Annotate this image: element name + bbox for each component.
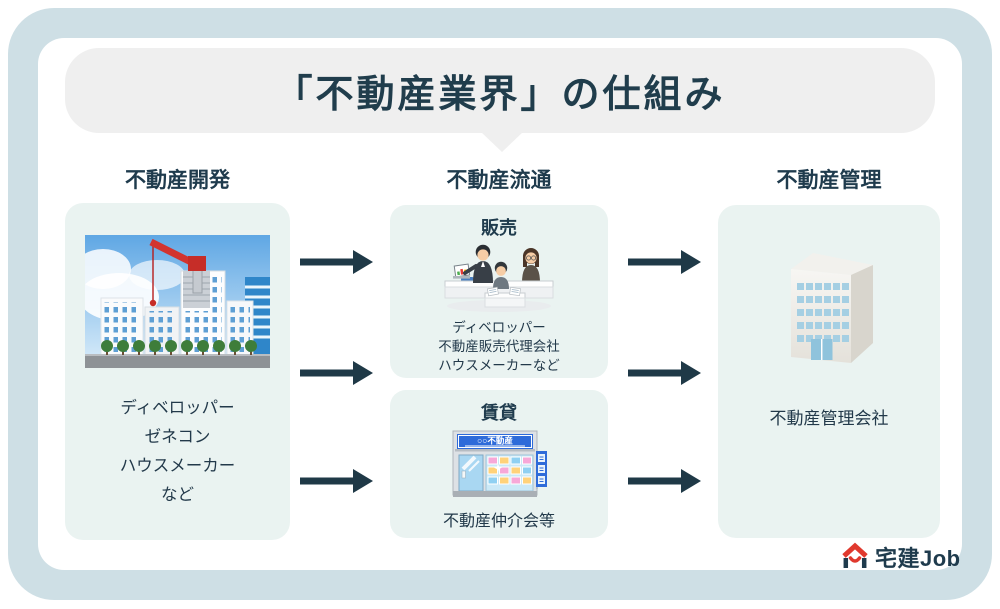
arrow-right-icon: [300, 250, 373, 274]
brand-logo: 宅建Job: [840, 541, 961, 573]
management-box: 不動産管理会社: [718, 205, 940, 538]
development-item: ゼネコン: [144, 428, 211, 446]
logo-house-icon: [842, 542, 868, 568]
arrow-right-icon: [628, 250, 701, 274]
title-banner: 「不動産業界」の仕組み: [65, 48, 935, 133]
development-item: ハウスメーカー: [119, 457, 236, 475]
development-item: など: [161, 486, 194, 504]
sales-items: ディベロッパー 不動産販売代理会社 ハウスメーカーなど: [390, 318, 608, 375]
development-box: ディベロッパー ゼネコン ハウスメーカー など: [65, 203, 290, 540]
management-caption: 不動産管理会社: [769, 409, 889, 428]
development-item: ディベロッパー: [120, 399, 235, 417]
storefront-sign-text: ○○不動産: [477, 436, 513, 446]
development-items: ディベロッパー ゼネコン ハウスメーカー など: [65, 394, 290, 510]
title-banner-pointer: [481, 132, 523, 152]
business-meeting-illustration: [444, 244, 554, 312]
logo-text: 宅建Job: [875, 546, 961, 571]
office-building-illustration: [790, 253, 873, 363]
sales-box: 販売: [390, 205, 608, 378]
column-header-distribution: 不動産流通: [446, 169, 552, 192]
arrow-right-icon: [628, 469, 701, 493]
rental-box: 賃貸 ○○不動産: [390, 390, 608, 538]
construction-site-illustration: [85, 235, 270, 368]
arrow-right-icon: [300, 469, 373, 493]
column-header-management: 不動産管理: [776, 169, 882, 192]
sales-item: ディベロッパー: [452, 320, 546, 335]
rental-caption: 不動産仲介会等: [442, 513, 555, 530]
arrow-right-icon: [628, 361, 701, 385]
page-title: 「不動産業界」の仕組み: [274, 74, 726, 116]
sales-label: 販売: [481, 218, 517, 238]
column-header-development: 不動産開発: [125, 169, 230, 192]
rental-label: 賃貸: [481, 403, 517, 423]
sales-item: 不動産販売代理会社: [438, 339, 560, 354]
storefront-illustration: ○○不動産: [452, 430, 547, 497]
sales-item: ハウスメーカーなど: [438, 358, 560, 373]
arrow-right-icon: [300, 361, 373, 385]
